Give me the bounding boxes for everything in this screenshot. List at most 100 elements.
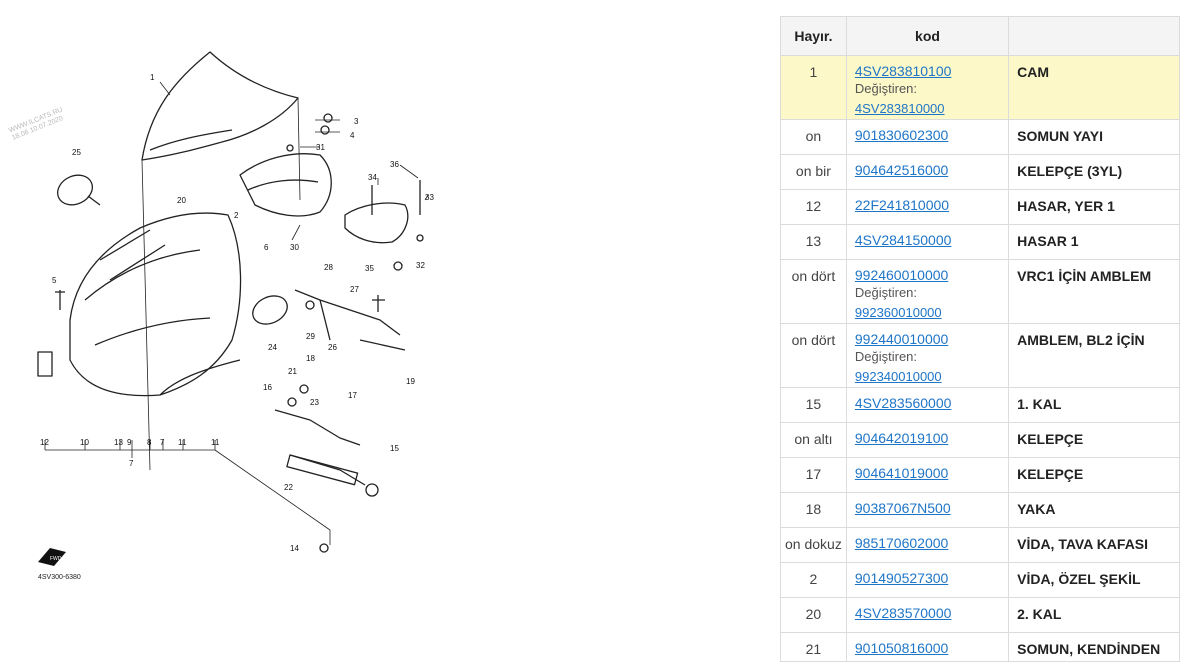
callout: 7	[160, 438, 165, 447]
row-name: KELEPÇE (3YL)	[1008, 154, 1180, 190]
row-number: 1	[780, 55, 847, 120]
callout: 26	[328, 343, 337, 352]
callout: 21	[288, 367, 297, 376]
callout: 5	[52, 276, 57, 285]
table-row: on dört 992440010000 Değiştiren: 9923400…	[780, 323, 1180, 388]
row-number: 12	[780, 189, 847, 225]
table-row: 20 4SV283570000 2. KAL	[780, 597, 1180, 633]
callout: 8	[147, 438, 152, 447]
callout: 16	[263, 383, 272, 392]
replacement-label: Değiştiren:	[854, 349, 918, 364]
row-code-cell: 901490527300	[845, 562, 1010, 598]
row-name: SOMUN YAYI	[1008, 119, 1180, 155]
replacement-code-link[interactable]: 4SV283810000	[854, 101, 945, 116]
callout: 18	[306, 354, 315, 363]
row-number: 15	[780, 387, 847, 423]
row-code-cell: 4SV284150000	[845, 224, 1010, 260]
callout: 3	[354, 117, 359, 126]
callout: 31	[316, 143, 325, 152]
callout: 29	[306, 332, 315, 341]
table-row: 2 901490527300 VİDA, ÖZEL ŞEKİL	[780, 562, 1180, 598]
callout: 1	[150, 73, 155, 82]
table-row: on 901830602300 SOMUN YAYI	[780, 119, 1180, 155]
part-code-link[interactable]: 992460010000	[854, 267, 949, 283]
row-code-cell: 992460010000 Değiştiren: 992360010000	[845, 259, 1010, 324]
row-name: CAM	[1008, 55, 1180, 120]
callout: 28	[324, 263, 333, 272]
row-code-cell: 22F241810000	[845, 189, 1010, 225]
part-code-link[interactable]: 904642516000	[854, 162, 949, 178]
diagram-code: 4SV300-6380	[38, 574, 81, 581]
mirror-left	[56, 174, 94, 206]
row-number: on dört	[780, 323, 847, 388]
callout: 10	[80, 438, 89, 447]
parts-table: Hayır. kod 1 4SV283810100 Değiştiren: 4S…	[780, 16, 1180, 662]
callout: 35	[365, 264, 374, 273]
callout: 7	[129, 459, 134, 468]
row-name: KELEPÇE	[1008, 457, 1180, 493]
table-header: Hayır. kod	[780, 16, 1180, 56]
row-number: 13	[780, 224, 847, 260]
callout: 20	[177, 196, 186, 205]
parts-diagram: WWW.ILCATS.RU 18.06 10.07.2020	[0, 0, 520, 615]
header-name	[1008, 16, 1180, 56]
replacement-code-link[interactable]: 992340010000	[854, 369, 942, 384]
row-name: VİDA, TAVA KAFASI	[1008, 527, 1180, 563]
part-code-link[interactable]: 901830602300	[854, 127, 949, 143]
row-code-cell: 992440010000 Değiştiren: 992340010000	[845, 323, 1010, 388]
inner-panel	[239, 153, 332, 217]
part-code-link[interactable]: 90387067N500	[854, 500, 951, 516]
callout: 34	[368, 173, 377, 182]
part-code-link[interactable]: 4SV284150000	[854, 232, 952, 248]
part-code-link[interactable]: 985170602000	[854, 535, 949, 551]
row-number: 21	[780, 632, 847, 662]
callout: 2	[234, 211, 239, 220]
row-number: 17	[780, 457, 847, 493]
row-name: SOMUN, KENDİNDEN	[1008, 632, 1180, 662]
part-code-link[interactable]: 904641019000	[854, 465, 949, 481]
part-code-link[interactable]: 22F241810000	[854, 197, 950, 213]
replacement-code-link[interactable]: 992360010000	[854, 305, 942, 320]
callout: 23	[310, 398, 319, 407]
callout: 11	[211, 438, 220, 447]
exploded-view-drawing: 1 3 4 31 25 36 34 33 20 2 6 30 32 35 5 2…	[37, 51, 434, 566]
part-code-link[interactable]: 901490527300	[854, 570, 949, 586]
row-code-cell: 904642019100	[845, 422, 1010, 458]
part-code-link[interactable]: 4SV283560000	[854, 395, 952, 411]
table-row: 1 4SV283810100 Değiştiren: 4SV283810000 …	[780, 55, 1180, 120]
callout: 9	[127, 438, 132, 447]
lower-stay	[274, 409, 366, 486]
table-row: on bir 904642516000 KELEPÇE (3YL)	[780, 154, 1180, 190]
mirror-right	[252, 295, 288, 325]
row-number: 2	[780, 562, 847, 598]
table-row: on dört 992460010000 Değiştiren: 9923600…	[780, 259, 1180, 324]
row-number: on dokuz	[780, 527, 847, 563]
part-code-link[interactable]: 901050816000	[854, 640, 949, 656]
row-name: 2. KAL	[1008, 597, 1180, 633]
callout: 24	[268, 343, 277, 352]
replacement: Değiştiren: 992360010000	[855, 283, 1000, 323]
windscreen	[141, 51, 299, 161]
table-row: on altı 904642019100 KELEPÇE	[780, 422, 1180, 458]
upper-cowling	[69, 212, 242, 397]
replacement: Değiştiren: 4SV283810000	[855, 79, 1000, 119]
callout: 32	[416, 261, 425, 270]
part-code-link[interactable]: 992440010000	[854, 331, 949, 347]
part-code-link[interactable]: 904642019100	[854, 430, 949, 446]
row-name: VRC1 İÇİN AMBLEM	[1008, 259, 1180, 324]
row-code-cell: 901830602300	[845, 119, 1010, 155]
row-code-cell: 90387067N500	[845, 492, 1010, 528]
part-code-link[interactable]: 4SV283570000	[854, 605, 952, 621]
row-name: 1. KAL	[1008, 387, 1180, 423]
row-name: HASAR, YER 1	[1008, 189, 1180, 225]
part-code-link[interactable]: 4SV283810100	[854, 63, 952, 79]
header-number: Hayır.	[780, 16, 847, 56]
row-number: on	[780, 119, 847, 155]
callout: 19	[406, 377, 415, 386]
row-code-cell: 904641019000	[845, 457, 1010, 493]
callout: 27	[350, 285, 359, 294]
table-row: 13 4SV284150000 HASAR 1	[780, 224, 1180, 260]
row-number: on bir	[780, 154, 847, 190]
row-name: HASAR 1	[1008, 224, 1180, 260]
callout: 33	[425, 193, 434, 202]
